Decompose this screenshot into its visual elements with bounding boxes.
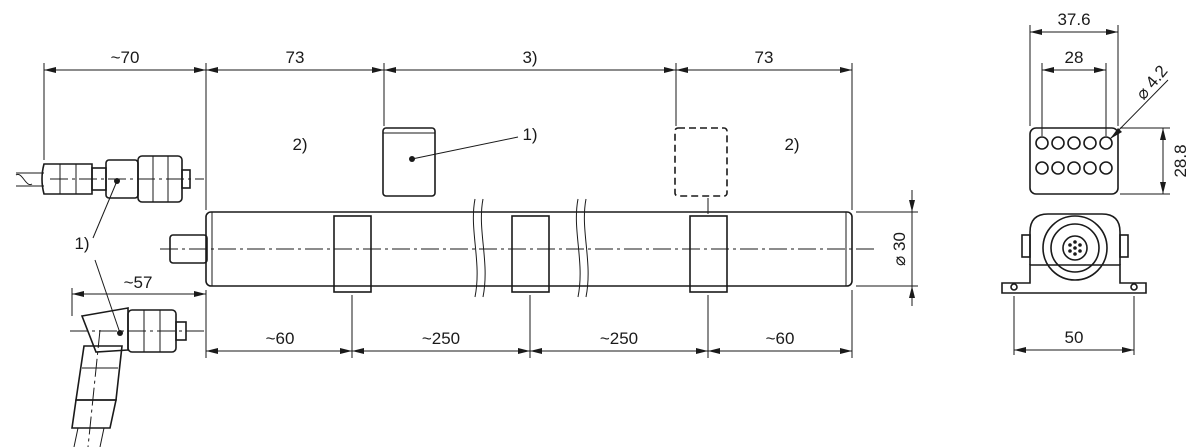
callout-zone-left: 2) [292,135,307,154]
dim-top-middle: 3) [522,48,537,67]
callout-connector: 1) [74,234,89,253]
dim-top-right: 73 [755,48,774,67]
dim-bottom-outer-right: ~60 [766,329,795,348]
end-view-profile [1001,213,1147,294]
dim-connector-straight: ~70 [111,48,140,67]
dim-end-hole-spacing: 28 [1065,48,1084,67]
mounting-clip [382,127,436,197]
dim-bottom-outer-left: ~60 [266,329,295,348]
extension-lines [43,25,1170,358]
dim-connector-angled: ~57 [124,273,153,292]
dim-end-base-width: 50 [1065,328,1084,347]
dim-bottom-inner-right: ~250 [600,329,638,348]
break-mark-right [575,198,589,298]
tube-clamp-3 [689,215,728,293]
tube-connector-stub [169,234,208,264]
connector-straight [15,155,204,203]
end-view-block [1029,127,1119,195]
dim-end-overall-width: 37.6 [1057,10,1090,29]
connector-angled [70,307,204,447]
sensor-tube [160,211,875,287]
break-mark-left [472,198,486,298]
dimension-lines [44,29,1169,354]
callout-zone-right: 2) [784,135,799,154]
dim-tube-diameter: ⌀ 30 [890,232,909,266]
callout-leaders [92,136,519,334]
callout-mounting-clip: 1) [522,125,537,144]
tube-clamp-1 [333,215,372,293]
tube-clamp-2 [511,215,550,293]
mounting-clip-optional [674,127,728,214]
dim-top-left: 73 [286,48,305,67]
dim-end-height: 28.8 [1171,144,1190,177]
dim-bottom-inner-left: ~250 [422,329,460,348]
